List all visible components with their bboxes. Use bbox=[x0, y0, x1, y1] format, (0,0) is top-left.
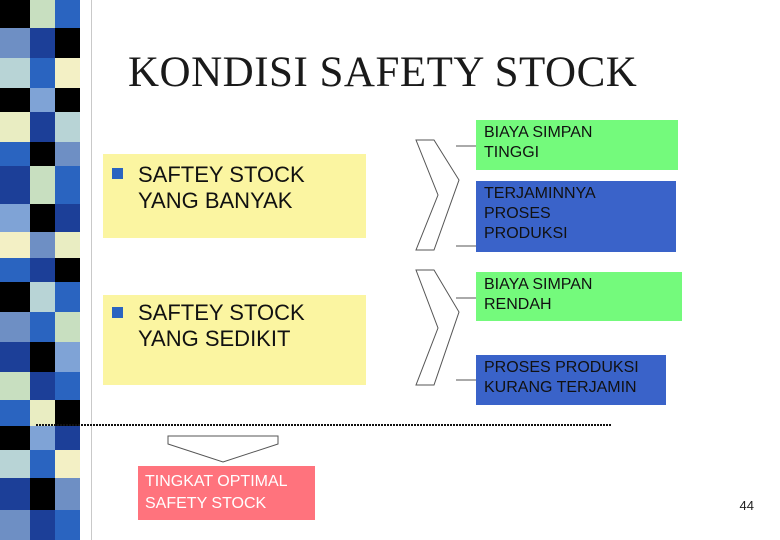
bullet-icon bbox=[112, 307, 123, 318]
left-item-few: SAFTEY STOCK YANG SEDIKIT bbox=[138, 300, 305, 351]
chevron-arrow-icon bbox=[415, 269, 460, 386]
down-arrow-icon bbox=[167, 435, 279, 463]
chevron-arrow-icon bbox=[415, 139, 460, 251]
optimal-safety-stock-box: TINGKAT OPTIMAL SAFETY STOCK bbox=[138, 466, 315, 520]
outcome-production-at-risk: PROSES PRODUKSI KURANG TERJAMIN bbox=[476, 355, 666, 405]
slide-title: KONDISI SAFETY STOCK bbox=[128, 49, 638, 96]
outcome-low-cost: BIAYA SIMPAN RENDAH bbox=[476, 272, 682, 321]
outcome-production-assured: TERJAMINNYA PROSES PRODUKSI bbox=[476, 181, 676, 252]
bullet-icon bbox=[112, 168, 123, 179]
left-box-few bbox=[103, 295, 366, 385]
decorative-strip bbox=[0, 0, 80, 540]
divider-line bbox=[91, 0, 92, 540]
page-number: 44 bbox=[739, 498, 754, 513]
left-item-many: SAFTEY STOCK YANG BANYAK bbox=[138, 162, 305, 213]
left-box-many bbox=[103, 154, 366, 238]
outcome-high-cost: BIAYA SIMPAN TINGGI bbox=[476, 120, 678, 170]
